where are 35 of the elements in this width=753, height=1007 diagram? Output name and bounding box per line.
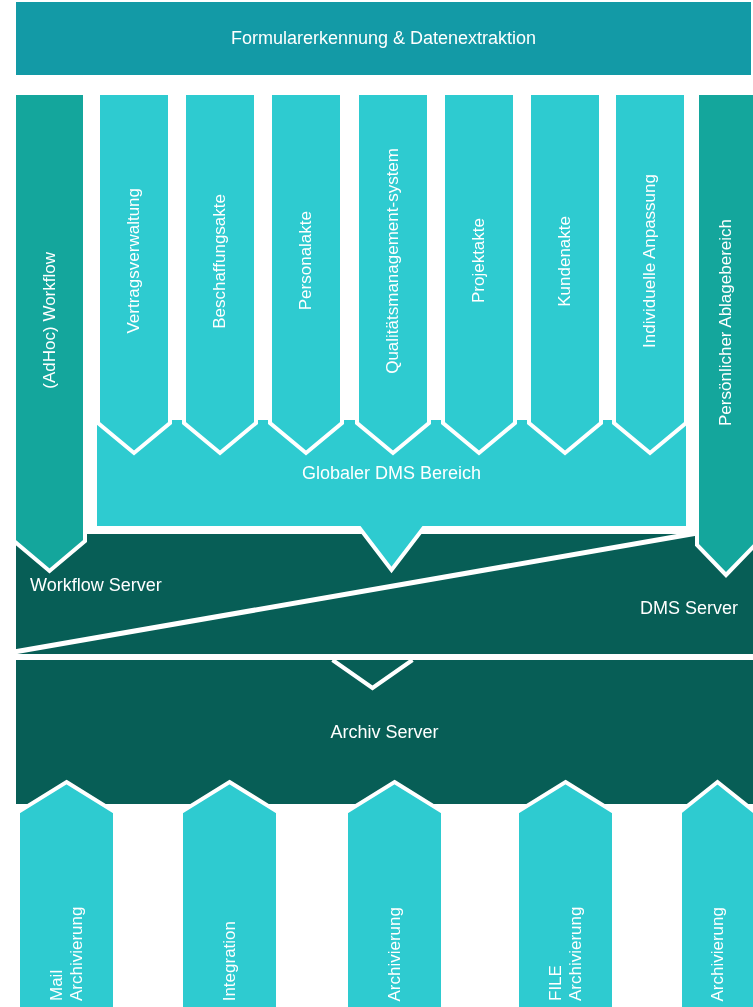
block-label: Integration xyxy=(219,920,240,1001)
server-band xyxy=(14,658,753,806)
block-label: Workflow Server xyxy=(30,573,162,597)
block-label: Vertragsverwaltung xyxy=(124,188,144,334)
down-arrow-block xyxy=(270,93,342,453)
down-arrow-block xyxy=(184,93,256,453)
down-arrow-block xyxy=(614,93,686,453)
up-arrow-block xyxy=(680,782,753,1007)
block-label: Archivierung xyxy=(384,906,405,1001)
block-label: (AdHoc) Workflow xyxy=(39,251,60,389)
down-arrow-block xyxy=(697,93,753,575)
title-banner xyxy=(14,0,753,77)
block-label: FILE Archivierung xyxy=(545,905,586,1001)
down-arrow-block xyxy=(98,93,170,453)
block-label: Kundenakte xyxy=(555,215,575,307)
down-arrow-block xyxy=(357,93,429,453)
up-arrow-block xyxy=(181,782,278,1007)
block-label: Globaler DMS Bereich xyxy=(301,461,482,485)
block-label: Personalakte xyxy=(296,211,316,311)
up-arrow-block xyxy=(517,782,614,1007)
up-arrow-block xyxy=(18,782,115,1007)
down-arrow-block xyxy=(443,93,515,453)
block-label: DMS Server xyxy=(640,596,738,620)
up-arrow-block xyxy=(346,782,443,1007)
down-arrow-block xyxy=(14,93,85,571)
block-label: Persönlicher Ablagebereich xyxy=(716,218,736,426)
block-label: Mail Archivierung xyxy=(46,905,87,1001)
block-label: Beschaffungsakte xyxy=(210,193,230,329)
down-arrow-block xyxy=(529,93,601,453)
block-label: Individuelle Anpassung xyxy=(640,174,660,348)
block-label: Archiv Server xyxy=(330,720,439,744)
block-label: Qualitätsmanagement-system xyxy=(383,148,403,374)
block-label: Formularerkennung & Datenextraktion xyxy=(230,27,537,50)
block-label: Projektakte xyxy=(469,218,489,304)
block-label: Archivierung xyxy=(707,906,728,1001)
